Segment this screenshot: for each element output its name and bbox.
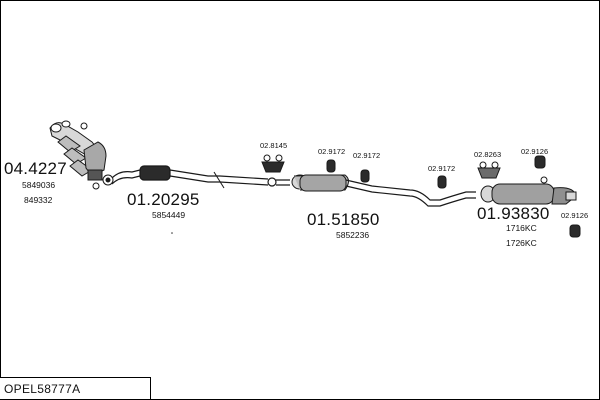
fitting-label-02-9172-a: 02.9172	[318, 147, 346, 156]
part-number-01-51850: 01.51850	[307, 210, 380, 229]
fitting-label-02-9172-c: 02.9172	[428, 164, 456, 173]
part-number-01-93830: 01.93830	[477, 204, 550, 223]
dot-mark	[171, 232, 173, 234]
part-number-01-20295: 01.20295	[127, 190, 200, 209]
fitting-label-02-9126-a: 02.9126	[521, 147, 549, 156]
fitting-rubber-02-9126-a[interactable]	[534, 155, 546, 169]
middle-silencer[interactable]	[291, 174, 476, 207]
part-ref-5849036: 5849036	[22, 180, 56, 190]
part-ref-5854449: 5854449	[152, 210, 186, 220]
front-pipe-flex[interactable]	[111, 165, 290, 189]
fitting-label-02-9172-b: 02.9172	[353, 151, 381, 160]
part-ref-1726kc: 1726KC	[506, 238, 537, 248]
fitting-gasket-02-8263[interactable]	[477, 161, 501, 179]
fitting-label-02-8145: 02.8145	[260, 141, 288, 150]
fitting-rubber-02-9126-b[interactable]	[569, 224, 581, 238]
rear-silencer[interactable]	[480, 176, 577, 205]
fitting-clamp-02-9172-b[interactable]	[360, 169, 370, 183]
part-ref-5852236: 5852236	[336, 230, 370, 240]
exhaust-manifold-catalyst[interactable]	[49, 120, 114, 190]
assembly-code: OPEL58777A	[4, 382, 81, 396]
fitting-label-02-9126-b: 02.9126	[561, 211, 589, 220]
part-ref-849332: 849332	[24, 195, 53, 205]
part-number-04-4227: 04.4227	[4, 159, 67, 178]
part-ref-1716kc: 1716KC	[506, 223, 537, 233]
fitting-label-02-8263: 02.8263	[474, 150, 502, 159]
fitting-mount-02-8145[interactable]	[261, 154, 285, 173]
fitting-clamp-02-9172-c[interactable]	[437, 175, 447, 189]
fitting-clamp-02-9172-a[interactable]	[326, 159, 336, 173]
assembly-code-box: OPEL58777A	[0, 377, 151, 399]
